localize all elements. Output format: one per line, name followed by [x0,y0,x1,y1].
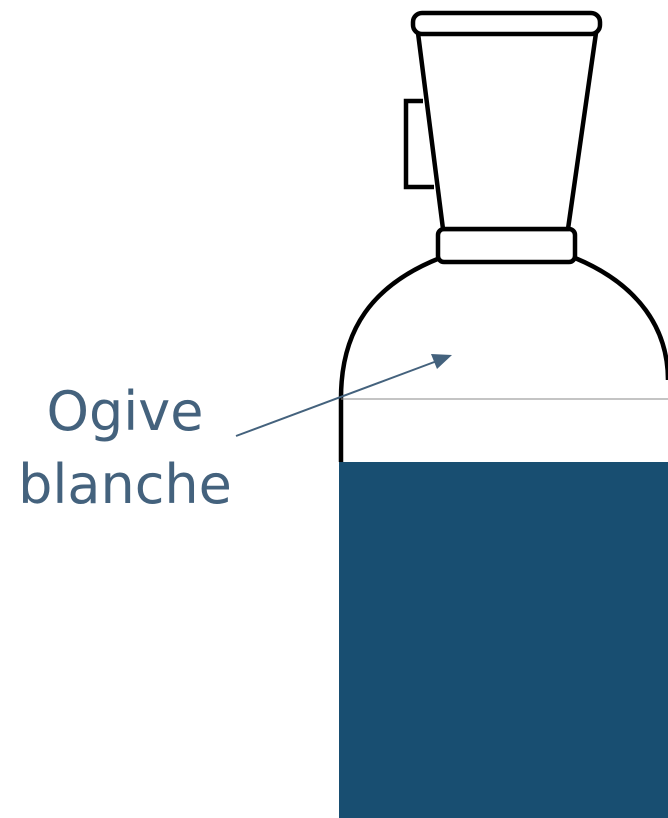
cylinder-body [339,462,668,818]
ogive-label-line2: blanche [18,453,232,516]
valve-guard-rim [413,13,600,34]
valve-collar [438,229,575,262]
pointer-arrow-head-icon [431,354,452,369]
ogive-label-line1: Ogive [47,380,204,443]
cylinder-ogive [341,258,668,462]
valve-guard [418,33,596,229]
